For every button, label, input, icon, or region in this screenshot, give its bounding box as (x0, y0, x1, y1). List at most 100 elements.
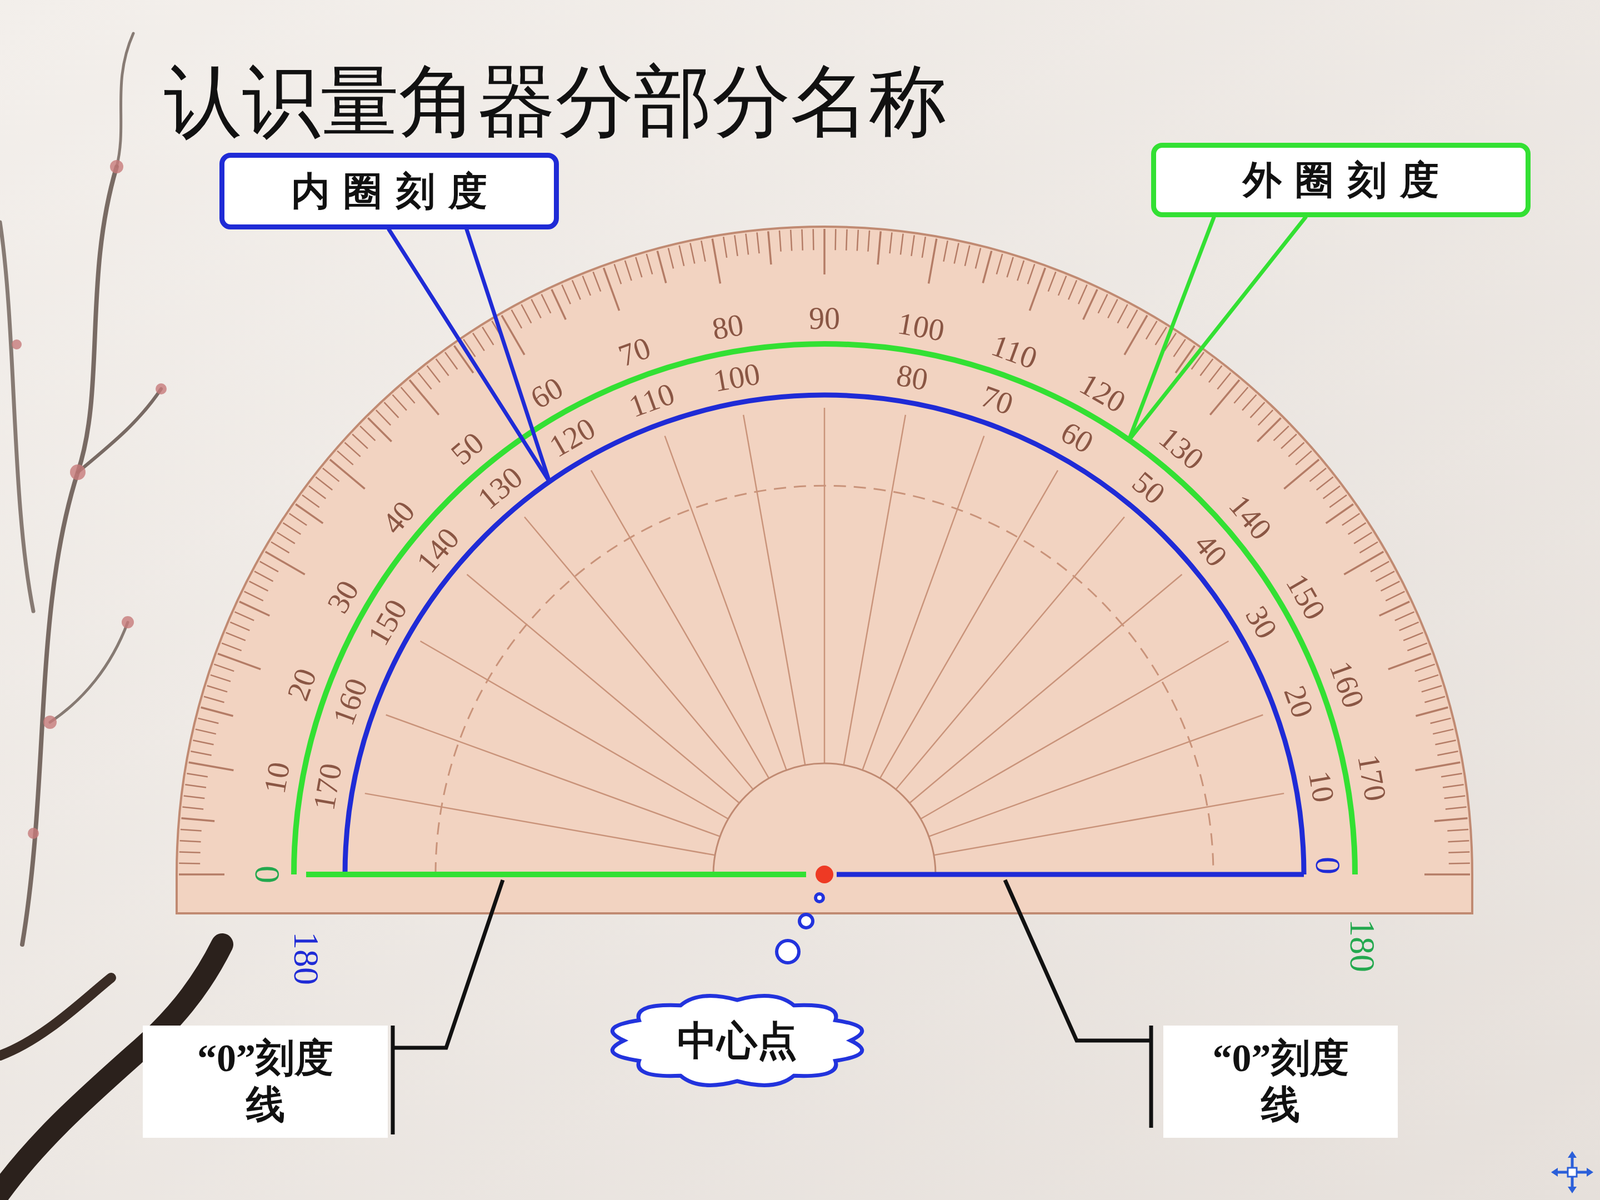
scale-tick (1447, 840, 1469, 842)
scale-tick (1430, 718, 1452, 724)
scale-tick (635, 257, 642, 278)
scale-tick (1242, 394, 1257, 410)
scale-tick (190, 751, 212, 755)
branch (77, 388, 162, 473)
scale-tick (1117, 304, 1128, 324)
scale-tick (234, 611, 254, 620)
scale-tick (1415, 664, 1435, 672)
scale-tick (352, 434, 368, 449)
nav-arrows (1551, 1151, 1594, 1194)
scale-tick (472, 332, 485, 351)
label-holder: 30 (1240, 600, 1283, 643)
outer-scale-number: 20 (281, 664, 322, 705)
scale-tick (1316, 477, 1334, 490)
scale-tick (541, 294, 552, 314)
scale-tick (943, 240, 948, 262)
scale-tick (1250, 402, 1265, 418)
scale-tick (282, 522, 301, 535)
scale-tick (723, 236, 727, 258)
scale-tick (603, 267, 620, 311)
scale-tick (180, 829, 202, 832)
outer-scale-number: 50 (445, 426, 489, 471)
scale-tick (360, 426, 375, 441)
bracket-right (1005, 880, 1152, 1128)
scale-tick (521, 304, 532, 324)
outer-scale-highlight (293, 343, 1355, 875)
label-holder: 40 (1189, 527, 1234, 572)
scale-tick (244, 591, 264, 602)
scale-tick (1310, 468, 1327, 482)
radial-line (743, 415, 805, 765)
scale-tick (646, 253, 653, 275)
scale-tick (834, 228, 837, 250)
callout-box: 外 圈 刻 度 (1151, 142, 1531, 218)
blossom (121, 616, 134, 629)
scale-tick (188, 762, 234, 770)
scale-tick (1329, 495, 1347, 508)
scale-tick (482, 327, 494, 345)
scale-tick (1447, 829, 1469, 832)
nav-cross (1555, 1155, 1589, 1189)
scale-tick (1210, 380, 1240, 415)
end-mark: 180 (1344, 918, 1380, 973)
scale-tick (1442, 784, 1464, 788)
label-holder: 180 (1344, 918, 1380, 973)
scale-tick (922, 236, 926, 258)
scale-tick (213, 664, 234, 672)
slide-title: 认识量角器分部分名称 (163, 62, 948, 141)
outer-scale-number: 170 (1352, 752, 1392, 804)
callout-pointer (1128, 217, 1306, 440)
scale-tick (207, 685, 228, 692)
scale-tick (1380, 581, 1400, 591)
scale-tick (249, 581, 269, 591)
scale-tick (192, 740, 214, 745)
label-holder: 160 (1324, 657, 1370, 712)
scale-tick (289, 513, 308, 525)
bracket-left (392, 880, 503, 1135)
label-holder: 110 (625, 377, 679, 423)
radial-line (524, 517, 753, 790)
radial-lines (365, 407, 1284, 855)
pointer-line (1128, 217, 1214, 440)
radial-line (386, 715, 720, 837)
scale-tick (975, 248, 981, 269)
scale-tick (1281, 434, 1297, 449)
inner-scale-number: 30 (1240, 600, 1283, 643)
label-holder: 180 (288, 931, 324, 985)
scale-tick (734, 235, 738, 257)
outer-scale-number: 80 (710, 308, 747, 345)
cloud-shape (612, 996, 862, 1086)
bracket-bar (1149, 1025, 1154, 1128)
label-holder: 80 (893, 358, 930, 395)
scale-tick (867, 230, 870, 252)
scale-tick (401, 387, 415, 404)
scale-tick (1098, 294, 1108, 314)
branch (22, 166, 117, 945)
label-holder: 20 (281, 664, 322, 705)
scale-tick (178, 873, 225, 876)
scale-tick (1395, 611, 1415, 620)
scale-tick (186, 773, 208, 777)
dashed-arc (435, 485, 1214, 875)
zero-line-right (836, 872, 1304, 878)
scale-tick (1448, 862, 1470, 864)
scale-tick (812, 228, 814, 250)
label-holder: 40 (376, 495, 421, 539)
label-holder: 70 (614, 331, 655, 372)
scale-tick (1017, 260, 1024, 281)
inner-scale-number: 170 (307, 761, 347, 813)
outer-scale-number: 30 (321, 575, 364, 618)
scale-tick (1379, 601, 1410, 616)
scale-tick (182, 807, 204, 810)
scale-tick (877, 231, 881, 265)
label-holder: 140 (1223, 488, 1278, 545)
blossoms (11, 160, 167, 839)
scale-tick (1127, 310, 1138, 329)
scale-tick (221, 643, 242, 652)
scale-tick (1441, 773, 1463, 777)
nav-icon (1551, 1151, 1594, 1194)
scale-tick (195, 729, 217, 735)
outer-scale-number: 10 (258, 760, 295, 797)
radial-line (880, 470, 1058, 779)
outer-scale-number: 160 (1324, 657, 1370, 712)
